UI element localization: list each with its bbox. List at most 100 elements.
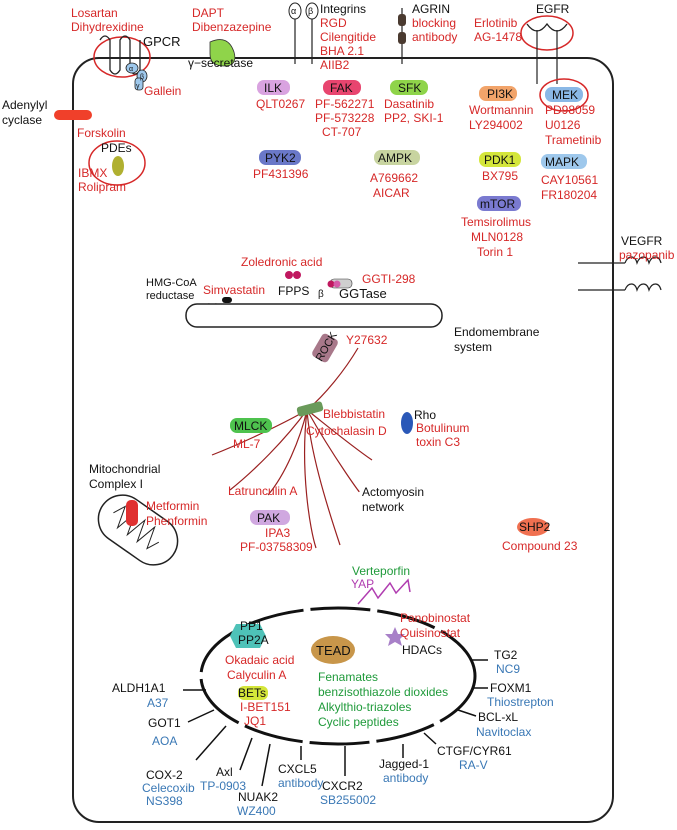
fiber-3 [267,409,308,496]
fak-pill [323,80,361,95]
dihydrexidine-drug: Dihydrexidine [71,20,144,34]
kinase-mlck: MLCK ML-7 [230,418,272,451]
pf431396-drug: PF431396 [253,167,309,181]
hmg-coa-label-1: HMG-CoA [146,277,197,289]
got1-gene: GOT1 [148,716,181,730]
fpps-label: FPPS [278,284,309,298]
rgd-drug: RGD [320,16,347,30]
g-gamma-label: γ [136,83,140,90]
aicar-drug: AICAR [373,186,410,200]
cxcl5-gene: CXCL5 [278,762,317,776]
compound23-drug: Compound 23 [502,539,578,553]
latrunculin-drug: Latrunculin A [228,484,297,498]
aldh1a1-gene: ALDH1A1 [112,681,166,695]
pdes-shape [112,156,124,176]
mito-label-1: Mitochondrial [89,462,160,476]
shp2-shape [517,518,549,536]
endomembrane-label-1: Endomembrane [454,325,540,339]
agrin-blocking-drug: blocking [412,16,456,30]
actomyosin-label-2: network [362,500,405,514]
myosin-motor [296,401,324,417]
losartan-drug: Losartan [71,6,118,20]
integrins-label: Integrins [320,2,366,16]
ibet151-drug: I-BET151 [240,700,291,714]
rolipram-drug: Rolipram [78,180,126,194]
fiber-7 [304,409,317,549]
pf03758309-drug: PF-03758309 [240,540,313,554]
nucleus-envelope [199,606,477,746]
pdes-highlight-circle [88,140,146,186]
agrin-antibody-drug: antibody [412,30,457,44]
calyculin-drug: Calyculin A [227,668,286,682]
actomyosin-label-1: Actomyosin [362,485,424,499]
gpcr-receptor-icon [99,35,141,75]
forskolin-drug: Forskolin [77,126,126,140]
complex-i-shape [126,500,138,526]
ml7-drug: ML-7 [233,437,261,451]
navitoclax-drug: Navitoclax [476,725,531,739]
kinase-shp2: SHP2 Compound 23 [502,518,578,553]
verteporfin-drug: Verteporfin [352,564,410,578]
rho-shape [401,412,413,434]
pyk2-pill [259,150,301,165]
phenformin-drug: Phenformin [146,514,207,528]
cxcr2-gene: CXCR2 [322,779,363,793]
rock-shape [312,333,338,363]
hmg-coa-label-2: reductase [146,290,194,302]
fpps-dot-1 [285,271,293,279]
hdac-star-icon [385,627,405,646]
egfr-group: EGFR Erlotinib AG-1478 [474,2,574,84]
tg2-gene: TG2 [494,648,518,662]
ggtase-dot-1 [327,280,335,288]
got1-connector [187,709,215,723]
cytochalasin-drug: Cytochalasin D [306,424,387,438]
egfr-highlight-circle [520,15,574,51]
axl-connector [239,737,253,771]
pi3k-label: PI3K [487,87,513,101]
cell-membrane [72,57,614,823]
kinase-pdk1: PDK1 BX795 [479,152,521,183]
cilengitide-drug: Cilengitide [320,30,376,44]
aiib2-drug: AIIB2 [320,58,350,72]
fak-label: FAK [330,81,353,95]
erlotinib-drug: Erlotinib [474,16,518,30]
pdk1-label: PDK1 [484,153,516,167]
gamma-secretase-label: γ−secretase [188,56,253,70]
hmg-coa-enzyme [222,297,232,303]
wortmannin-drug: Wortmannin [469,103,533,117]
pd98059-drug: PD98059 [545,103,595,117]
sb255002-drug: SB255002 [320,793,376,807]
kinase-ilk: ILK QLT0267 [256,80,305,111]
fenamates-drug: Fenamates [318,670,378,684]
fr180204-drug: FR180204 [541,188,597,202]
nucleus-contents: PP1 PP2A Okadaic acid Calyculin A TEAD H… [225,611,471,729]
yap-group: Verteporfin YAP [351,564,411,605]
target-genes [183,659,488,787]
pi3k-pill [479,86,517,101]
kinase-fak: FAK PF-562271 PF-573228 CT-707 [315,80,375,139]
kinase-pak: PAK IPA3 PF-03758309 [240,510,313,554]
bclxl-gene: BCL-xL [478,710,518,724]
benzisothiazole-drug: benzisothiazole dioxides [318,685,448,699]
integrin-alpha-head [288,2,302,20]
endomembrane-system [185,303,443,328]
jq1-drug: JQ1 [244,714,266,728]
pp1-label: PP1 [240,619,263,633]
integrin-beta-label: β [308,6,313,16]
trametinib-drug: Trametinib [545,133,602,147]
fiber-8 [229,409,308,491]
bets-label: BETs [238,686,266,700]
pf573228-drug: PF-573228 [315,111,375,125]
y27632-drug: Y27632 [346,333,388,347]
ctgf-connector [423,732,437,745]
tead-shape [311,636,355,664]
u0126-drug: U0126 [545,118,581,132]
gamma-secretase-shape [209,39,236,67]
kinase-mek: MEK PD98059 U0126 Trametinib [539,78,602,147]
vegfr-coils-top [624,256,662,266]
ilk-pill [257,80,290,95]
cox2-connector [195,725,227,761]
mapk-label: MAPK [545,155,579,169]
zoledronic-acid-drug: Zoledronic acid [241,255,322,269]
